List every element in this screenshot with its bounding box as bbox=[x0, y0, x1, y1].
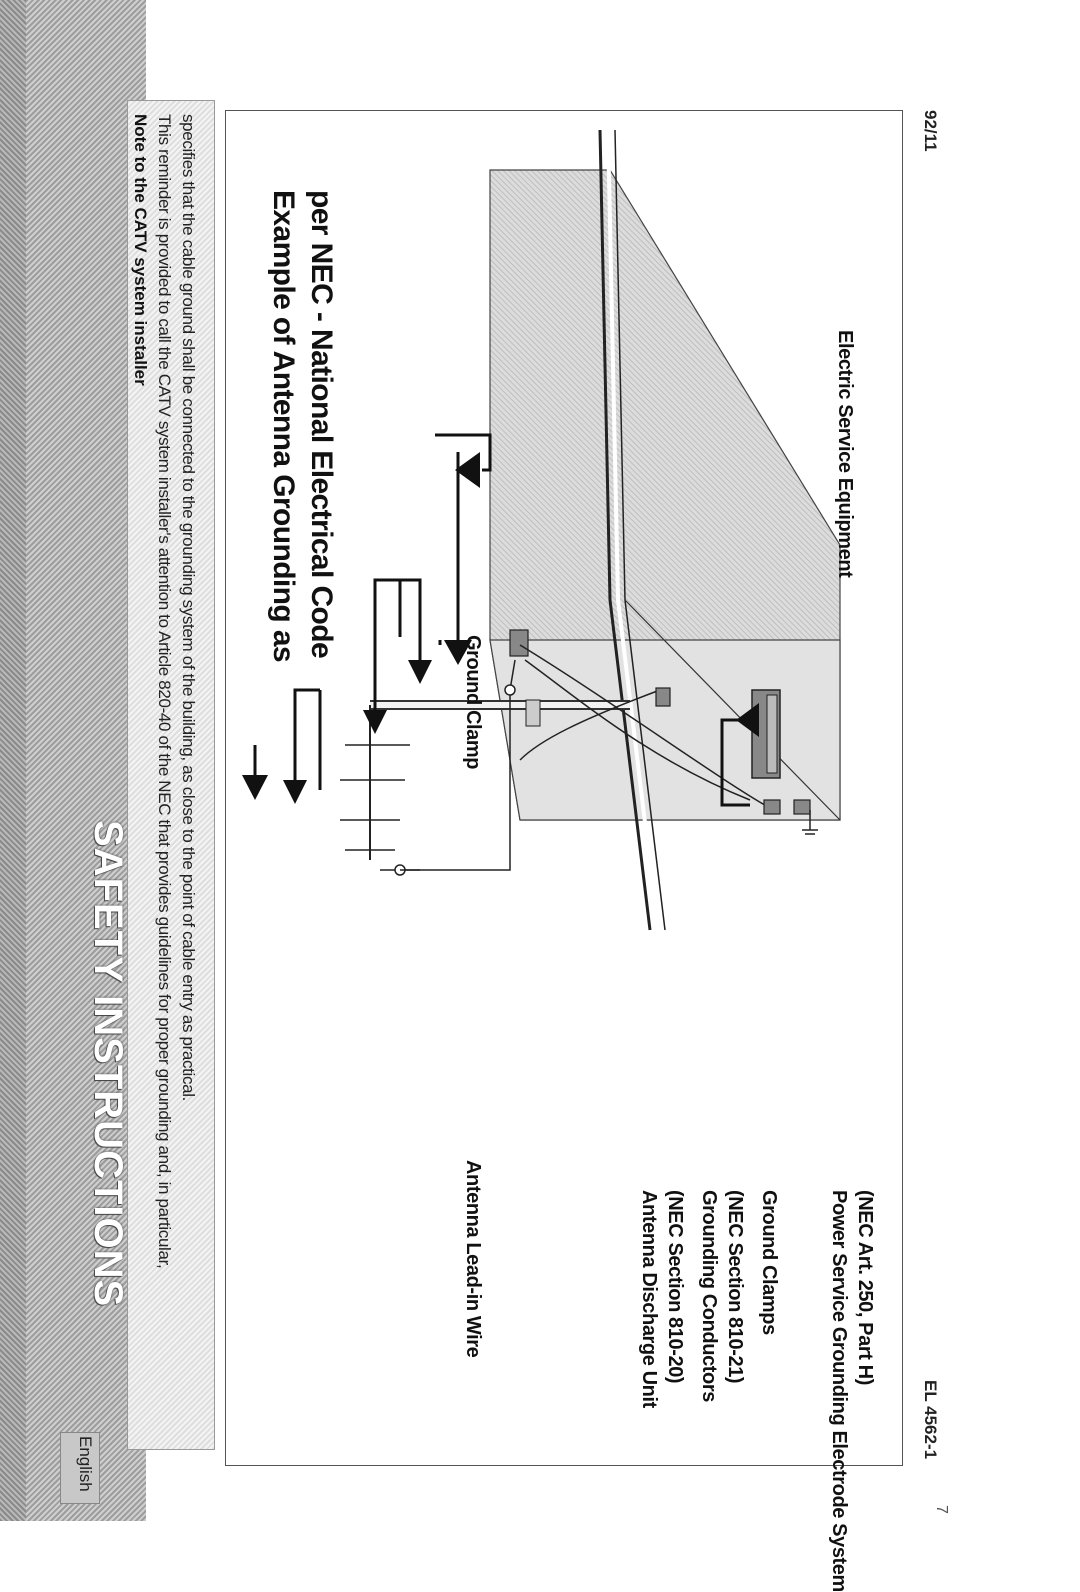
footer-code: EL 4562-1 bbox=[921, 1380, 940, 1460]
label-nec-section-810-20: (NEC Section 810-20) bbox=[664, 1190, 686, 1384]
electric-service-box-face bbox=[766, 694, 778, 774]
antenna-lead-in-wire bbox=[400, 659, 516, 871]
label-ground-clamps: Ground Clamps bbox=[758, 1190, 780, 1335]
arrow-electric-service bbox=[720, 718, 750, 807]
scan-edge bbox=[0, 0, 26, 1521]
arrow-head-power-service bbox=[242, 775, 268, 800]
label-nec-art-250: (NEC Art. 250, Part H) bbox=[854, 1190, 876, 1385]
ground-clamp-upper bbox=[655, 687, 671, 707]
lead-in-standoff bbox=[504, 684, 516, 696]
mast-strap bbox=[525, 699, 541, 727]
arrow-head-antenna-lead-in bbox=[444, 640, 472, 665]
rotated-page: SAFETY INSTRUCTIONS English Note to the … bbox=[26, 0, 1080, 1592]
roof-edge bbox=[598, 129, 652, 931]
arrow-head-grounding-conductors-1 bbox=[408, 660, 432, 684]
arrow-head-grounding-conductors-2 bbox=[363, 710, 387, 734]
label-ground-clamp: Ground Clamp bbox=[462, 635, 484, 770]
label-electric-service-equipment: Electric Service Equipment bbox=[834, 330, 856, 578]
label-power-service-grounding: Power Service Grounding Electrode System bbox=[828, 1190, 850, 1592]
house-front-wall bbox=[489, 639, 841, 821]
arrow-grounding-conductors-1 bbox=[398, 578, 422, 660]
label-nec-section-810-21: (NEC Section 810-21) bbox=[724, 1190, 746, 1384]
roof-edge-inner bbox=[606, 129, 660, 931]
footer-date: 92/11 bbox=[921, 110, 940, 152]
page: SAFETY INSTRUCTIONS English Note to the … bbox=[26, 0, 1080, 1592]
label-antenna-lead-in-wire: Antenna Lead-in Wire bbox=[462, 1160, 484, 1358]
ground-clamp-lower bbox=[763, 799, 781, 815]
grounding-conductor-upper bbox=[519, 689, 661, 761]
arrow-head-electric-service bbox=[736, 703, 759, 737]
label-antenna-discharge-unit: Antenna Discharge Unit bbox=[638, 1190, 660, 1408]
antenna-grounding-diagram bbox=[242, 129, 841, 931]
antenna-discharge-unit bbox=[509, 629, 529, 657]
arrow-head-ground-clamp bbox=[455, 452, 480, 488]
house-corner-line bbox=[624, 599, 841, 821]
page-mark: 7 bbox=[933, 1505, 950, 1514]
ground-clamp-right bbox=[793, 799, 811, 815]
arrow-grounding-conductors-2 bbox=[373, 578, 400, 710]
arrow-ground-clamp bbox=[435, 433, 492, 472]
grounding-conductor-lower bbox=[519, 644, 771, 809]
arrow-ground-clamps bbox=[293, 688, 320, 780]
lead-in-cable bbox=[524, 659, 751, 801]
arrow-head-ground-clamps bbox=[283, 780, 307, 804]
label-grounding-conductors: Grounding Conductors bbox=[698, 1190, 720, 1402]
